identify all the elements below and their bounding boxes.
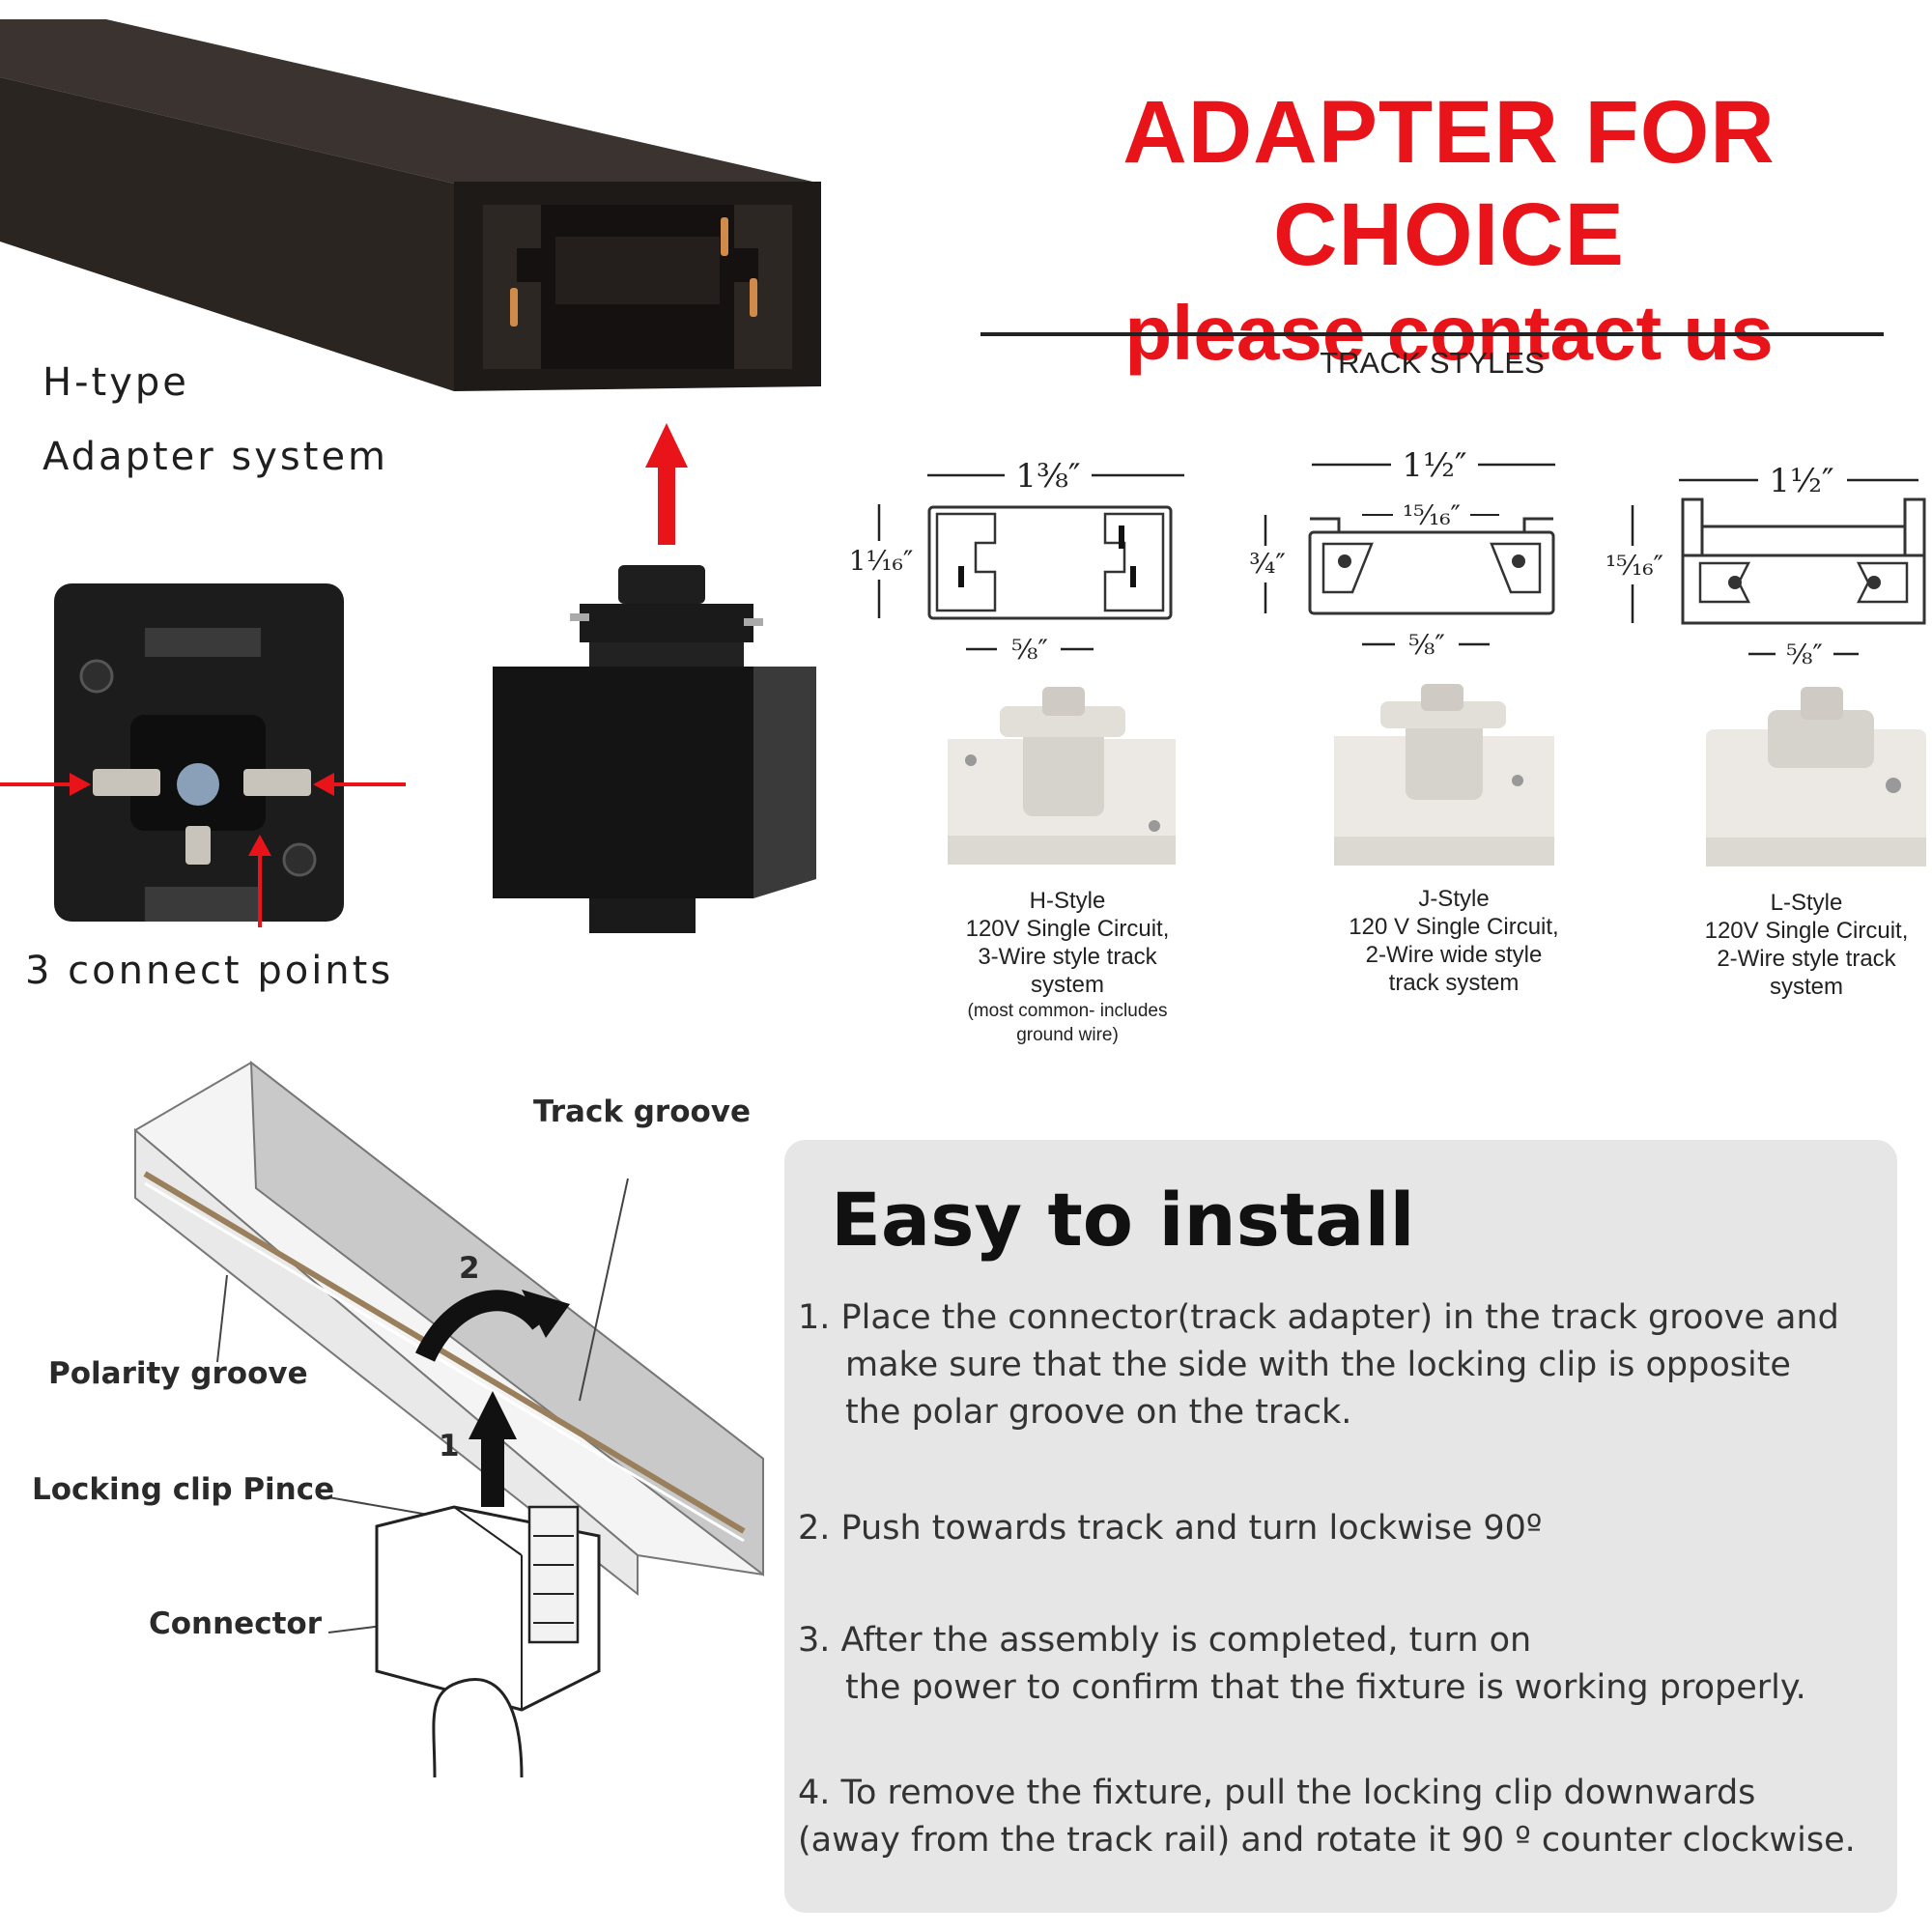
adapter-side-view-image [493, 565, 816, 933]
divider-rule [980, 332, 1884, 336]
step-text: the polar groove on the track. [845, 1393, 1352, 1432]
installation-diagram [133, 1060, 764, 1778]
l-style-desc-1: 120V Single Circuit, [1704, 918, 1909, 944]
l-style-caption: L-Style 120V Single Circuit, 2-Wire styl… [1662, 889, 1932, 1001]
label-track-groove: Track groove [533, 1094, 752, 1129]
install-step-1: 1. Place the connector(track adapter) in… [798, 1294, 1880, 1436]
label-h-type: H-type [43, 360, 189, 405]
l-style-desc-2: 2-Wire style track [1717, 946, 1896, 972]
h-track-rail-image [0, 19, 821, 391]
step-text: make sure that the side with the locking… [845, 1346, 1791, 1384]
label-3-connect-points: 3 connect points [25, 949, 394, 993]
l-style-bottom-dim: ⅝″ [1786, 639, 1823, 670]
step-number: 4. [798, 1774, 831, 1812]
install-step-3: 3. After the assembly is completed, turn… [798, 1617, 1880, 1712]
j-style-height-dim: ¾″ [1249, 548, 1286, 580]
install-step-4: 4. To remove the fixture, pull the locki… [798, 1770, 1880, 1864]
step-2-marker: 2 [459, 1251, 480, 1286]
j-style-desc-2: 2-Wire wide style [1365, 942, 1543, 968]
track-styles-title: TRACK STYLES [1320, 346, 1545, 380]
step-text: To remove the fixture, pull the locking … [840, 1774, 1756, 1812]
h-style-name: H-Style [1029, 888, 1106, 914]
j-style-profile-diagram: 1½″ ¾″ ¹⁵⁄₁₆″ ⅝″ [1249, 446, 1555, 661]
step-text: (away from the track rail) and rotate it… [798, 1821, 1856, 1860]
step-number: 3. [798, 1621, 831, 1660]
j-style-name: J-Style [1418, 886, 1490, 912]
step-number: 1. [798, 1298, 831, 1337]
h-style-note-2: ground wire) [1016, 1025, 1119, 1045]
h-style-adapter-image [948, 687, 1176, 865]
h-style-profile-diagram: 1⅜″ 1¹⁄₁₆″ ⅝″ [849, 457, 1184, 666]
l-style-profile-diagram: 1½″ ¹⁵⁄₁₆″ ⅝″ [1605, 462, 1926, 670]
h-style-desc-3: system [1030, 972, 1104, 998]
label-polarity-groove: Polarity groove [48, 1356, 308, 1391]
l-style-height-dim: ¹⁵⁄₁₆″ [1605, 550, 1663, 582]
label-adapter-system: Adapter system [43, 435, 389, 479]
step-text: the power to confirm that the fixture is… [845, 1668, 1806, 1707]
headline-line-1: ADAPTER FOR CHOICE [1122, 83, 1776, 284]
h-style-height-dim: 1¹⁄₁₆″ [849, 545, 914, 577]
j-style-desc-3: track system [1388, 970, 1520, 996]
install-title: Easy to install [831, 1177, 1415, 1263]
label-locking-clip: Locking clip Pince [32, 1472, 335, 1507]
step-text: Push towards track and turn lockwise 90º [840, 1509, 1543, 1548]
l-style-width-dim: 1½″ [1769, 462, 1833, 500]
j-style-caption: J-Style 120 V Single Circuit, 2-Wire wid… [1309, 885, 1599, 997]
h-style-desc-1: 120V Single Circuit, [965, 916, 1170, 942]
adapter-bottom-view-image [0, 583, 406, 927]
install-instructions-panel: Easy to install 1. Place the connector(t… [784, 1140, 1897, 1913]
step-number: 2. [798, 1509, 831, 1548]
l-style-name: L-Style [1770, 890, 1843, 916]
label-connector: Connector [149, 1606, 322, 1641]
step-text: After the assembly is completed, turn on [840, 1621, 1532, 1660]
j-style-width-dim: 1½″ [1402, 446, 1466, 485]
h-style-desc-2: 3-Wire style track [978, 944, 1157, 970]
l-style-desc-3: system [1769, 974, 1843, 1000]
j-style-desc-1: 120 V Single Circuit, [1349, 914, 1559, 940]
h-style-caption: H-Style 120V Single Circuit, 3-Wire styl… [927, 887, 1208, 1047]
j-style-bottom-dim: ⅝″ [1408, 629, 1445, 661]
step-text: Place the connector(track adapter) in th… [840, 1298, 1839, 1337]
j-style-adapter-image [1334, 684, 1554, 866]
j-style-inner-dim: ¹⁵⁄₁₆″ [1403, 499, 1461, 531]
l-style-adapter-image [1706, 687, 1926, 867]
h-style-width-dim: 1⅜″ [1015, 457, 1080, 496]
install-step-2: 2. Push towards track and turn lockwise … [798, 1505, 1880, 1552]
up-arrow-icon [645, 423, 688, 545]
h-style-bottom-dim: ⅝″ [1011, 634, 1048, 666]
step-1-marker: 1 [439, 1429, 460, 1463]
h-style-note-1: (most common- includes [967, 1001, 1168, 1021]
